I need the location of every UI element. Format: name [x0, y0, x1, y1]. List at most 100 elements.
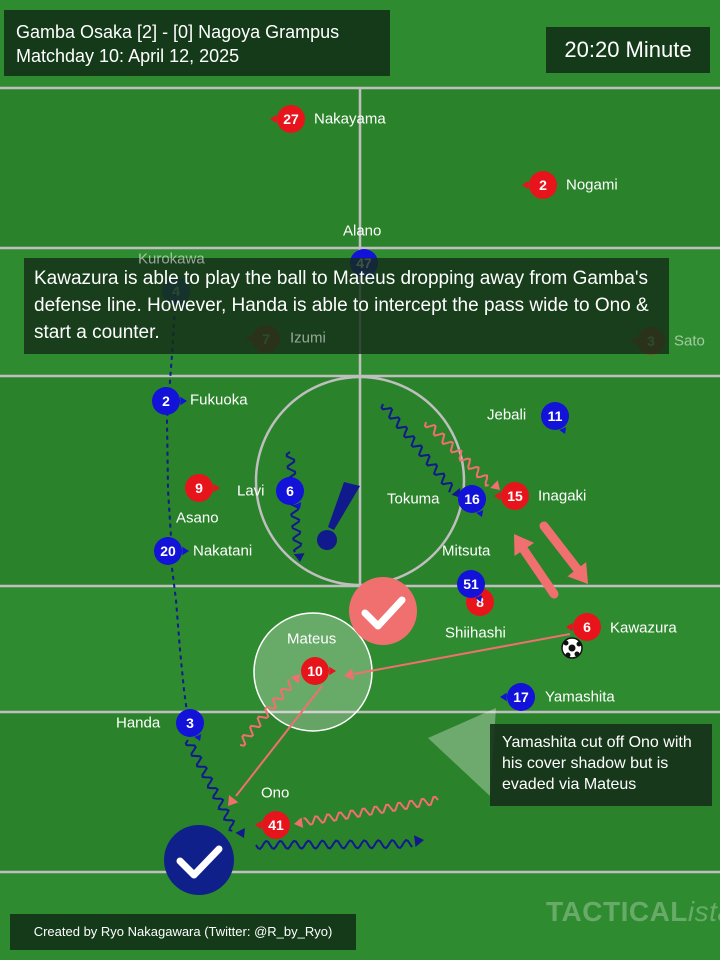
minute-label: 20:20 Minute [546, 27, 710, 73]
ball-patch [565, 652, 571, 658]
facing-arrow [329, 666, 336, 676]
facing-arrow [194, 734, 202, 741]
handa-drop-line [169, 551, 189, 721]
player-name-label: Kurokawa [138, 250, 205, 268]
annotation-main: Kawazura is able to play the ball to Mat… [24, 258, 669, 354]
watermark-main: TACTICAL [546, 896, 688, 927]
red-player-mateus: 10 [301, 657, 336, 685]
exclamation-bar [328, 482, 360, 530]
player-name-label: Izumi [290, 329, 326, 347]
player-number: 6 [286, 483, 294, 499]
exchange-down-line [539, 521, 583, 575]
blue-player-fukuoka: 2 [152, 387, 187, 415]
matchday-label: Matchday 10: April 12, 2025 [16, 46, 240, 66]
blue-player-tokuma: 16 [458, 485, 486, 517]
player-name-label: Sato [674, 332, 705, 350]
player-name-label: Nakayama [314, 110, 386, 128]
player-number: 11 [548, 408, 563, 424]
player-number: 16 [464, 491, 480, 507]
ball-patch [574, 651, 580, 657]
blue-player-yamashita: 17 [500, 683, 535, 711]
player-name-label: Yamashita [545, 688, 615, 706]
player-number: 2 [162, 393, 170, 409]
player-name-label: Asano [176, 509, 219, 527]
blue-player-handa: 3 [176, 709, 204, 741]
player-marker [152, 387, 180, 415]
player-name-label: Nakatani [193, 542, 253, 560]
facing-arrow [559, 427, 567, 434]
player-number: 15 [507, 488, 523, 504]
player-name-label: Inagaki [538, 487, 587, 505]
exclamation-dot [317, 530, 337, 550]
player-number: 17 [513, 689, 529, 705]
facing-arrow [270, 114, 277, 124]
player-name-label: Mitsuta [442, 542, 491, 560]
mateus-run-head [290, 674, 300, 684]
mateus-run-line [239, 679, 293, 747]
player-marker [457, 570, 485, 598]
match-title: Gamba Osaka [2] - [0] Nagoya Grampus [16, 22, 340, 42]
facing-arrow [182, 546, 189, 556]
red-player-: 9 [185, 474, 220, 502]
pass-line-mateus-ono [235, 685, 323, 797]
lavi-run-head [293, 553, 305, 562]
facing-arrow [476, 510, 484, 517]
player-number: 8 [476, 594, 484, 610]
player-marker [301, 657, 329, 685]
exchange-up-line [519, 545, 559, 599]
player-marker [507, 683, 535, 711]
player-number: 51 [463, 576, 479, 592]
player-number: 27 [283, 111, 299, 127]
player-name-label: Lavi [237, 482, 265, 500]
player-name-label: Handa [116, 714, 161, 732]
watermark-logo: TACTICALista [546, 896, 720, 928]
facing-arrow [500, 692, 507, 702]
pass-line-kawazura-mateus [353, 633, 571, 675]
player-marker [541, 402, 569, 430]
pass-head-kawazura-mateus [344, 668, 355, 681]
ono-run-line [303, 795, 439, 826]
blue-player-lavi: 6 [276, 477, 304, 509]
watermark-italic: ista [687, 896, 720, 927]
player-marker [501, 482, 529, 510]
facing-arrow [566, 622, 573, 632]
player-number: 6 [583, 619, 591, 635]
player-name-label: Mateus [287, 630, 337, 648]
check-circle-navy-icon [164, 825, 234, 895]
player-number: 9 [195, 480, 203, 496]
red-player-ono: 41 [255, 811, 290, 839]
facing-arrow [522, 180, 529, 190]
player-number: 20 [160, 543, 176, 559]
player-marker [185, 474, 213, 502]
check-circle-salmon-icon [349, 577, 417, 645]
check-mark [361, 596, 406, 630]
player-number: 2 [539, 177, 547, 193]
facing-arrow [294, 502, 302, 509]
red-player-nogami: 2 [522, 171, 557, 199]
player-name-label: Kawazura [610, 619, 677, 637]
player-marker [458, 485, 486, 513]
player-number: 3 [186, 715, 194, 731]
handa-run-line [184, 739, 236, 832]
player-name-label: Ono [261, 784, 290, 802]
credit-label: Created by Ryo Nakagawara (Twitter: @R_b… [10, 914, 356, 950]
exchange-down-head [567, 562, 588, 584]
player-marker [262, 811, 290, 839]
exchange-up-head [514, 534, 535, 556]
player-name-label: Alano [343, 222, 382, 240]
red-player-nakayama: 27 [270, 105, 305, 133]
handa-run-head [235, 828, 245, 838]
ono-run-head [294, 817, 304, 828]
player-marker [277, 105, 305, 133]
player-name-label: Tokuma [387, 490, 440, 508]
ball-patch [576, 641, 582, 647]
player-marker [176, 709, 204, 737]
player-marker [154, 537, 182, 565]
check-mark [176, 845, 223, 879]
player-name-label: Shiihashi [445, 624, 506, 642]
player-name-label: Fukuoka [190, 391, 248, 409]
blue-player-nakatani: 20 [154, 537, 189, 565]
tokuma-run-line [380, 403, 454, 493]
ball-patch [563, 640, 569, 646]
